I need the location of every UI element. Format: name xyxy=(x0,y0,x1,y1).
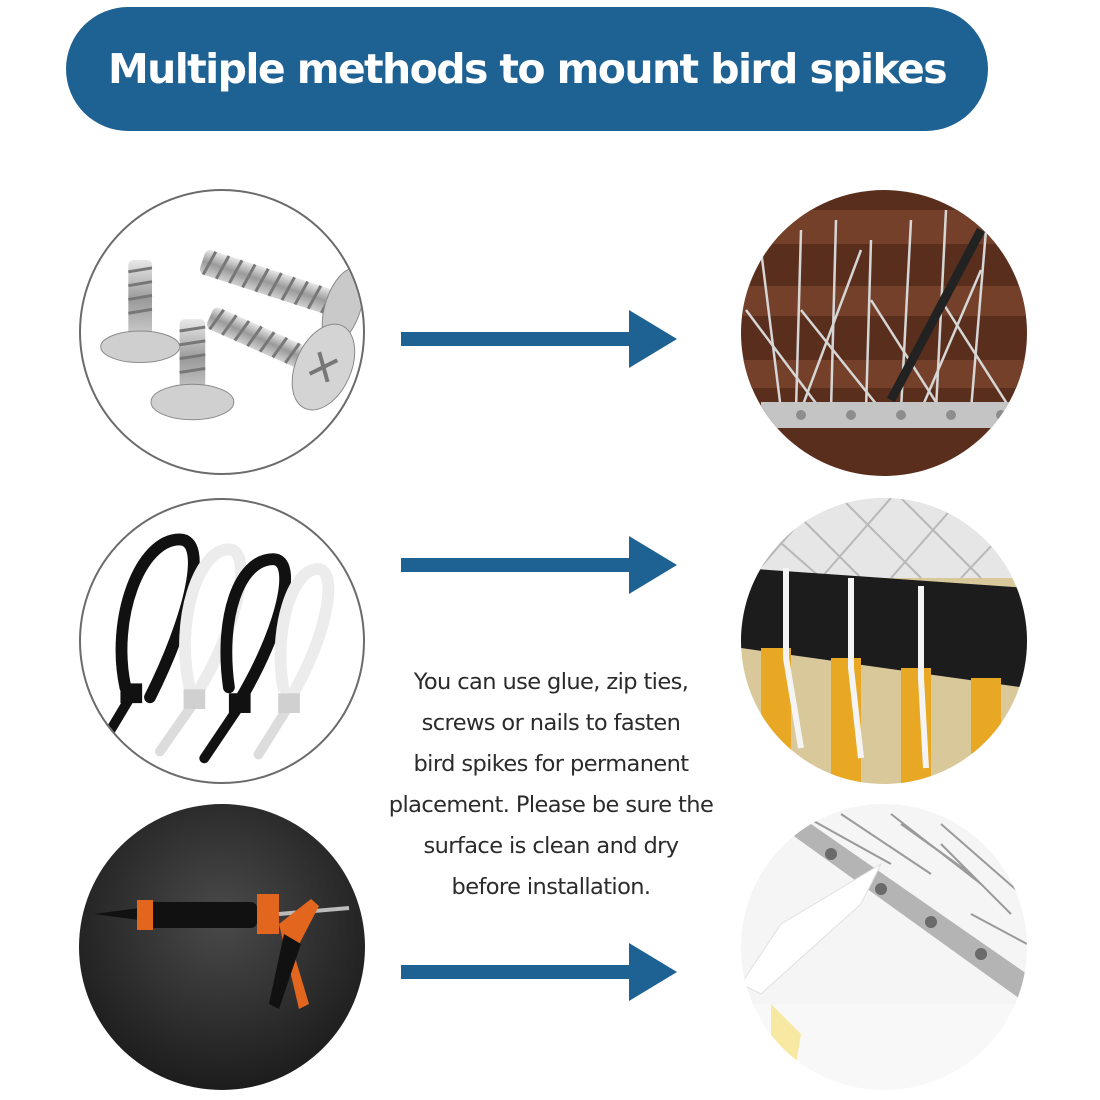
title-banner: Multiple methods to mount bird spikes xyxy=(66,7,988,131)
installation-description: You can use glue, zip ties, screws or na… xyxy=(366,662,736,908)
description-line: before installation. xyxy=(451,874,652,900)
description-line: placement. Please be sure the xyxy=(388,792,714,818)
screws-photo xyxy=(79,189,365,475)
arrow-right-icon xyxy=(398,533,678,597)
description-line: screws or nails to fasten xyxy=(421,710,681,736)
spikes-on-wood-photo xyxy=(741,190,1027,476)
banner-title: Multiple methods to mount bird spikes xyxy=(107,45,948,93)
arrow-right-icon xyxy=(398,940,678,1004)
arrow-right-icon xyxy=(398,307,678,371)
description-line: You can use glue, zip ties, xyxy=(413,669,689,695)
description-line: surface is clean and dry xyxy=(423,833,679,859)
spikes-zip-tied-photo xyxy=(741,498,1027,784)
description-line: bird spikes for permanent xyxy=(413,751,690,777)
spikes-glued-photo xyxy=(741,804,1027,1090)
glue-gun-photo xyxy=(79,804,365,1090)
zip-ties-photo xyxy=(79,498,365,784)
